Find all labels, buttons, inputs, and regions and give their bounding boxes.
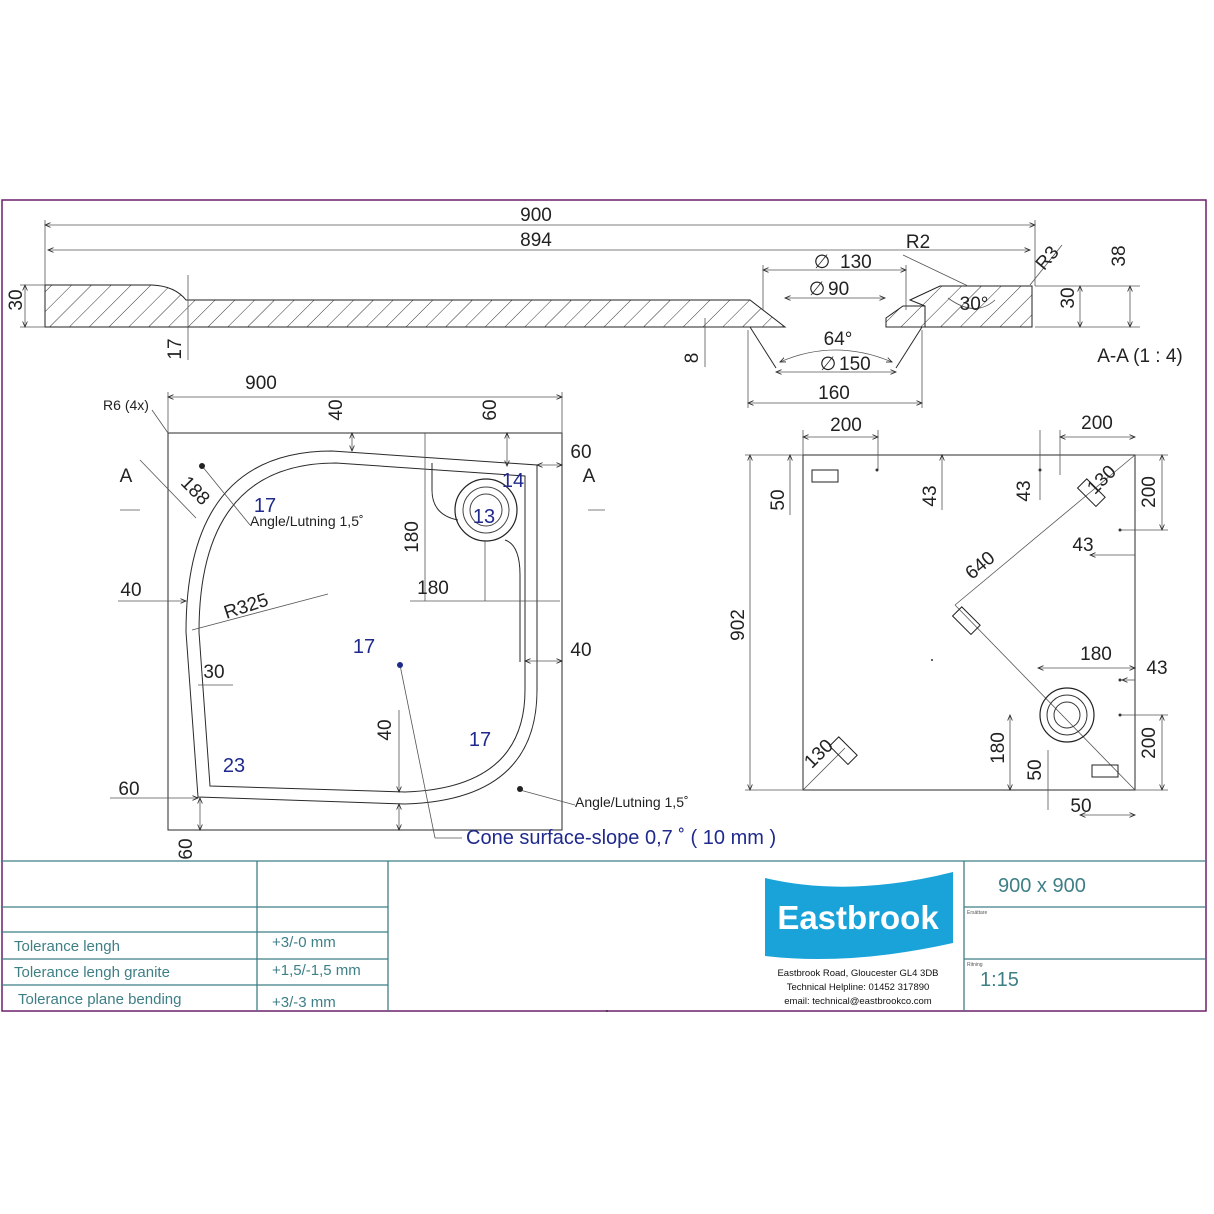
angle-64: 64° [824,329,853,350]
dim-43-c: 43 [1072,535,1093,556]
dim-894: 894 [520,230,552,251]
underside-view [606,430,1168,1012]
dim-130-bottom: 130 [800,735,837,772]
dim-bottom-60: 60 [176,838,197,859]
dim-30-plan: 30 [203,662,224,683]
dim-top-60: 60 [480,399,501,420]
dim-43-b: 43 [1014,480,1035,501]
dim-top-200-right: 200 [1081,413,1113,434]
dim-50-left: 50 [768,489,789,510]
cone-slope-note: Cone surface-slope 0,7 ˚ ( 10 mm ) [466,827,776,849]
company-address: Eastbrook Road, Gloucester GL4 3DB [777,968,938,979]
diameter-symbol-90: ∅ [809,279,826,300]
technical-helpline: Technical Helpline: 01452 317890 [787,982,930,993]
dim-17: 17 [165,338,186,359]
corner-radius-note: R6 (4x) [103,397,149,413]
angle-note-top: Angle/Lutning 1,5˚ [250,513,364,529]
dim-top-40: 40 [326,399,347,420]
angle-30: 30° [960,294,989,315]
dim-plan-900: 900 [245,373,277,394]
dim-200-right-bottom: 200 [1139,727,1160,759]
section-marker-left: A [120,466,133,487]
radius-r2: R2 [906,232,930,253]
dim-left-60: 60 [118,779,139,800]
dim-188: 188 [176,472,213,509]
dim-900-overall: 900 [520,205,552,226]
tolerance-value-1: +3/-0 mm [272,934,336,951]
radius-r325: R325 [221,590,271,624]
label-17-center: 17 [353,636,375,658]
dim-right-30: 30 [1058,287,1079,308]
dim-left-40: 40 [120,580,141,601]
tolerance-label-3: Tolerance plane bending [18,991,181,1008]
section-title: A-A (1 : 4) [1097,346,1183,367]
dim-50-mid: 50 [1025,759,1046,780]
tolerance-label-2: Tolerance lengh granite [14,964,170,981]
section-marker-right: A [583,466,596,487]
label-17-top: 17 [254,495,276,517]
dim-180-vertical: 180 [402,521,423,553]
tray-size: 900 x 900 [998,875,1086,897]
label-23: 23 [223,755,245,777]
dim-180-under: 180 [1080,644,1112,665]
tolerance-value-3: +3/-3 mm [272,994,336,1011]
dim-640: 640 [962,548,1000,584]
plan-view [110,392,605,839]
dim-diameter-130: 130 [840,252,872,273]
dim-180-under-vertical: 180 [988,732,1009,764]
dim-50-bottom: 50 [1070,796,1091,817]
tolerance-value-2: +1,5/-1,5 mm [272,962,361,979]
eastbrook-logo-badge [765,872,953,960]
angle-note-bottom: Angle/Lutning 1,5˚ [575,794,689,810]
dim-8: 8 [682,353,703,364]
tolerance-label-1: Tolerance lengh [14,938,120,955]
dim-inner-40: 40 [375,719,396,740]
dim-diameter-150: 150 [839,354,871,375]
label-14: 14 [502,470,524,492]
dim-top-200-left: 200 [830,415,862,436]
dim-180-horizontal: 180 [417,578,449,599]
drawing-frame [1,199,1207,1012]
drawing-scale: 1:15 [980,969,1019,991]
dim-43-d: 43 [1146,658,1167,679]
dim-right-60: 60 [570,442,591,463]
dim-diameter-90: 90 [828,279,849,300]
label-13: 13 [473,506,495,528]
diameter-symbol-130: ∅ [814,252,831,273]
creator-field-label: Ersättare [967,910,988,916]
diameter-symbol-150: ∅ [820,354,837,375]
dim-200-right-top: 200 [1139,476,1160,508]
dim-43-a: 43 [920,485,941,506]
label-17-right: 17 [469,729,491,751]
eastbrook-logo-text: Eastbrook [777,899,939,936]
dim-902: 902 [728,609,749,641]
scale-field-label: Ritning [967,962,983,968]
dim-160: 160 [818,383,850,404]
section-view [20,220,1140,408]
dim-left-30: 30 [6,289,27,310]
contact-email: email: technical@eastbrookco.com [784,996,932,1007]
dim-38: 38 [1109,245,1130,266]
dim-right-40: 40 [570,640,591,661]
title-block [2,860,1206,1011]
radius-r3: R3 [1032,242,1064,274]
